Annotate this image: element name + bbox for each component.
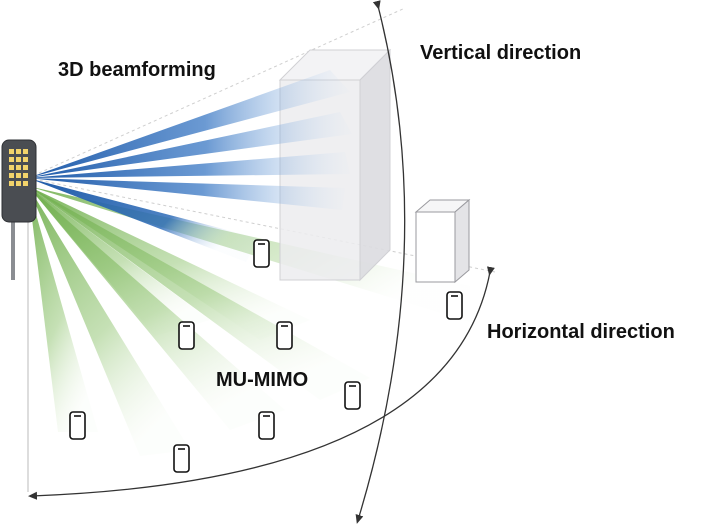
smartphone-icon — [69, 411, 86, 440]
smartphone-icon — [446, 291, 463, 320]
mu-mimo-label: MU-MIMO — [216, 369, 309, 391]
vertical-direction-label: Vertical direction — [420, 42, 582, 64]
vertical-beam-4 — [28, 178, 345, 210]
small-building — [414, 198, 471, 284]
vertical-beam-2 — [28, 112, 352, 178]
vertical-beam-3 — [28, 152, 350, 178]
vertical-beam-1 — [28, 70, 350, 178]
vertical-beams — [28, 70, 352, 262]
vertical-beam-5 — [28, 178, 258, 262]
smartphone-icon — [178, 321, 195, 350]
horizontal-direction-label: Horizontal direction — [487, 321, 675, 343]
smartphone-icon — [258, 411, 275, 440]
beamforming-3d-label: 3D beamforming — [58, 59, 216, 81]
smartphone-icon — [173, 444, 190, 473]
horizontal-beams — [28, 186, 470, 456]
smartphone-icon — [276, 321, 293, 350]
horizontal-direction-arrow — [28, 266, 495, 500]
upper-guide-line — [27, 7, 406, 179]
smartphone-icon — [253, 239, 270, 268]
base-station-antenna-icon — [1, 139, 37, 280]
smartphone-icon — [344, 381, 361, 410]
